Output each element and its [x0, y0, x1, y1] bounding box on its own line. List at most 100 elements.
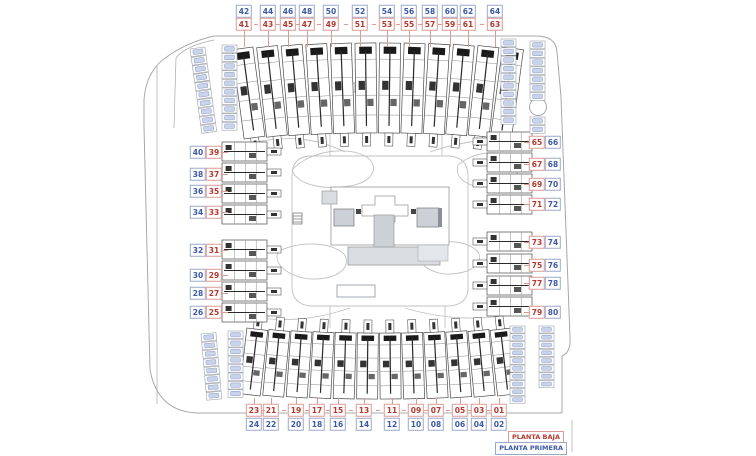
- parking-stall: [221, 79, 238, 88]
- unit-label-28: 28: [189, 286, 207, 300]
- unit-label-20: 20: [287, 417, 305, 431]
- leader-line: [276, 24, 280, 25]
- unit-label-13: 13: [355, 403, 373, 417]
- unit-label-75: 75: [528, 258, 546, 272]
- leader-line: [221, 212, 228, 213]
- leader-line: [467, 30, 469, 47]
- parking-stall: [529, 75, 546, 84]
- parking-stall: [500, 73, 517, 82]
- parking-row: [227, 330, 244, 398]
- unit-label-61: 61: [459, 17, 477, 31]
- housing-unit: [472, 275, 533, 296]
- unit-label-43: 43: [259, 17, 277, 31]
- leader-line: [402, 410, 406, 411]
- parking-stall: [538, 341, 555, 349]
- parking-stall: [500, 107, 517, 116]
- parking-stall: [221, 61, 238, 71]
- unit-label-55: 55: [400, 17, 418, 31]
- unit-label-65: 65: [528, 135, 546, 149]
- leader-line: [494, 30, 496, 47]
- parking-areas: [189, 38, 555, 404]
- leader-line: [221, 191, 228, 192]
- legend-planta-primera: PLANTA PRIMERA: [495, 442, 567, 455]
- unit-label-12: 12: [383, 417, 401, 431]
- housing-unit: [378, 42, 401, 147]
- leader-line: [524, 164, 530, 165]
- leader-line: [295, 24, 300, 25]
- unit-label-02: 02: [490, 417, 508, 431]
- parking-stall: [509, 388, 526, 396]
- parking-stall: [538, 349, 555, 357]
- unit-label-62: 62: [459, 4, 477, 18]
- unit-label-21: 21: [262, 403, 280, 417]
- unit-label-37: 37: [205, 167, 223, 181]
- leader-line: [295, 398, 297, 404]
- leader-line: [415, 398, 417, 404]
- leader-line: [435, 398, 437, 404]
- unit-label-63: 63: [486, 17, 504, 31]
- leader-line: [479, 24, 484, 25]
- unit-label-80: 80: [544, 305, 562, 319]
- leader-line: [478, 398, 480, 404]
- unit-label-67: 67: [528, 157, 546, 171]
- unit-label-69: 69: [528, 177, 546, 191]
- parking-row: [189, 46, 218, 134]
- parking-stall: [204, 374, 221, 384]
- housing-unit: [262, 316, 291, 398]
- unit-label-52: 52: [351, 4, 369, 18]
- parking-stall: [227, 347, 244, 356]
- unit-label-15: 15: [329, 403, 347, 417]
- parking-stall: [500, 116, 517, 125]
- parking-stall: [227, 372, 244, 381]
- parking-stall: [221, 96, 238, 105]
- parking-stall: [201, 340, 218, 351]
- parking-stall: [529, 66, 546, 75]
- parking-stall: [192, 63, 209, 75]
- unit-label-59: 59: [441, 17, 459, 31]
- leader-line: [343, 24, 348, 25]
- parking-stall: [227, 355, 244, 365]
- leader-line: [449, 30, 451, 47]
- parking-stall: [500, 90, 517, 99]
- parking-stall: [538, 325, 555, 334]
- unit-label-58: 58: [421, 4, 439, 18]
- parking-stall: [500, 64, 517, 73]
- leader-line: [396, 24, 400, 25]
- housing-unit: [221, 141, 282, 162]
- parking-row: [200, 332, 223, 401]
- parking-row: [538, 325, 555, 388]
- housing-unit: [221, 281, 282, 302]
- leader-line: [408, 30, 410, 47]
- housing-unit: [445, 317, 472, 399]
- unit-label-41: 41: [235, 17, 253, 31]
- housing-unit: [280, 43, 311, 149]
- parking-stall: [538, 333, 555, 342]
- housing-unit: [467, 316, 496, 398]
- parking-stall: [227, 339, 244, 348]
- parking-stall: [221, 53, 238, 62]
- parking-stall: [500, 47, 517, 56]
- housing-unit: [401, 319, 425, 400]
- parking-stall: [509, 341, 526, 349]
- housing-unit: [221, 183, 282, 204]
- unit-label-16: 16: [329, 417, 347, 431]
- leader-line: [438, 24, 442, 25]
- parking-stall: [529, 49, 546, 58]
- leader-line: [459, 398, 461, 404]
- parking-stall: [529, 83, 546, 93]
- central-common-area: [292, 186, 450, 266]
- unit-label-60: 60: [441, 4, 459, 18]
- leader-line: [524, 265, 530, 266]
- parking-stall: [203, 365, 220, 376]
- leader-line: [457, 24, 461, 25]
- parking-stall: [538, 356, 555, 365]
- leader-line: [498, 398, 500, 404]
- unit-label-08: 08: [427, 417, 445, 431]
- unit-label-77: 77: [528, 276, 546, 290]
- parking-stall: [200, 332, 217, 342]
- unit-label-57: 57: [421, 17, 439, 31]
- unit-label-17: 17: [308, 403, 326, 417]
- parking-stall: [198, 106, 215, 117]
- leader-line: [221, 312, 228, 313]
